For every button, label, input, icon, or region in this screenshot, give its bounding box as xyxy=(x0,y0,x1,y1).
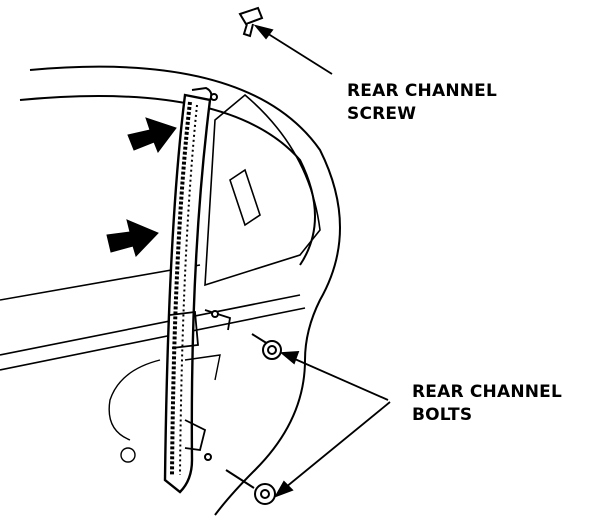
direction-arrow-lower xyxy=(106,219,159,257)
rear-channel-screw xyxy=(210,6,264,101)
door-inner-detail xyxy=(108,354,221,463)
door-frame xyxy=(19,65,341,516)
rear-channel-bolts-label: REAR CHANNEL BOLTS xyxy=(412,381,562,427)
bolts-label-line1: REAR CHANNEL xyxy=(412,382,563,402)
rear-channel xyxy=(163,86,213,494)
screw-leader-line xyxy=(253,24,333,75)
window-glass xyxy=(204,93,321,287)
rear-channel-screw-label: REAR CHANNEL SCREW xyxy=(347,80,497,126)
bolts-label-line2: BOLTS xyxy=(412,405,473,425)
rear-channel-bolt-upper xyxy=(211,310,282,360)
screw-label-line1: REAR CHANNEL xyxy=(347,81,498,101)
rear-channel-bolt-lower xyxy=(204,453,276,505)
screw-label-line2: SCREW xyxy=(347,104,417,124)
direction-arrow-upper xyxy=(127,117,177,154)
bolts-leader-lines xyxy=(273,351,391,498)
door-belt-line xyxy=(0,264,306,371)
